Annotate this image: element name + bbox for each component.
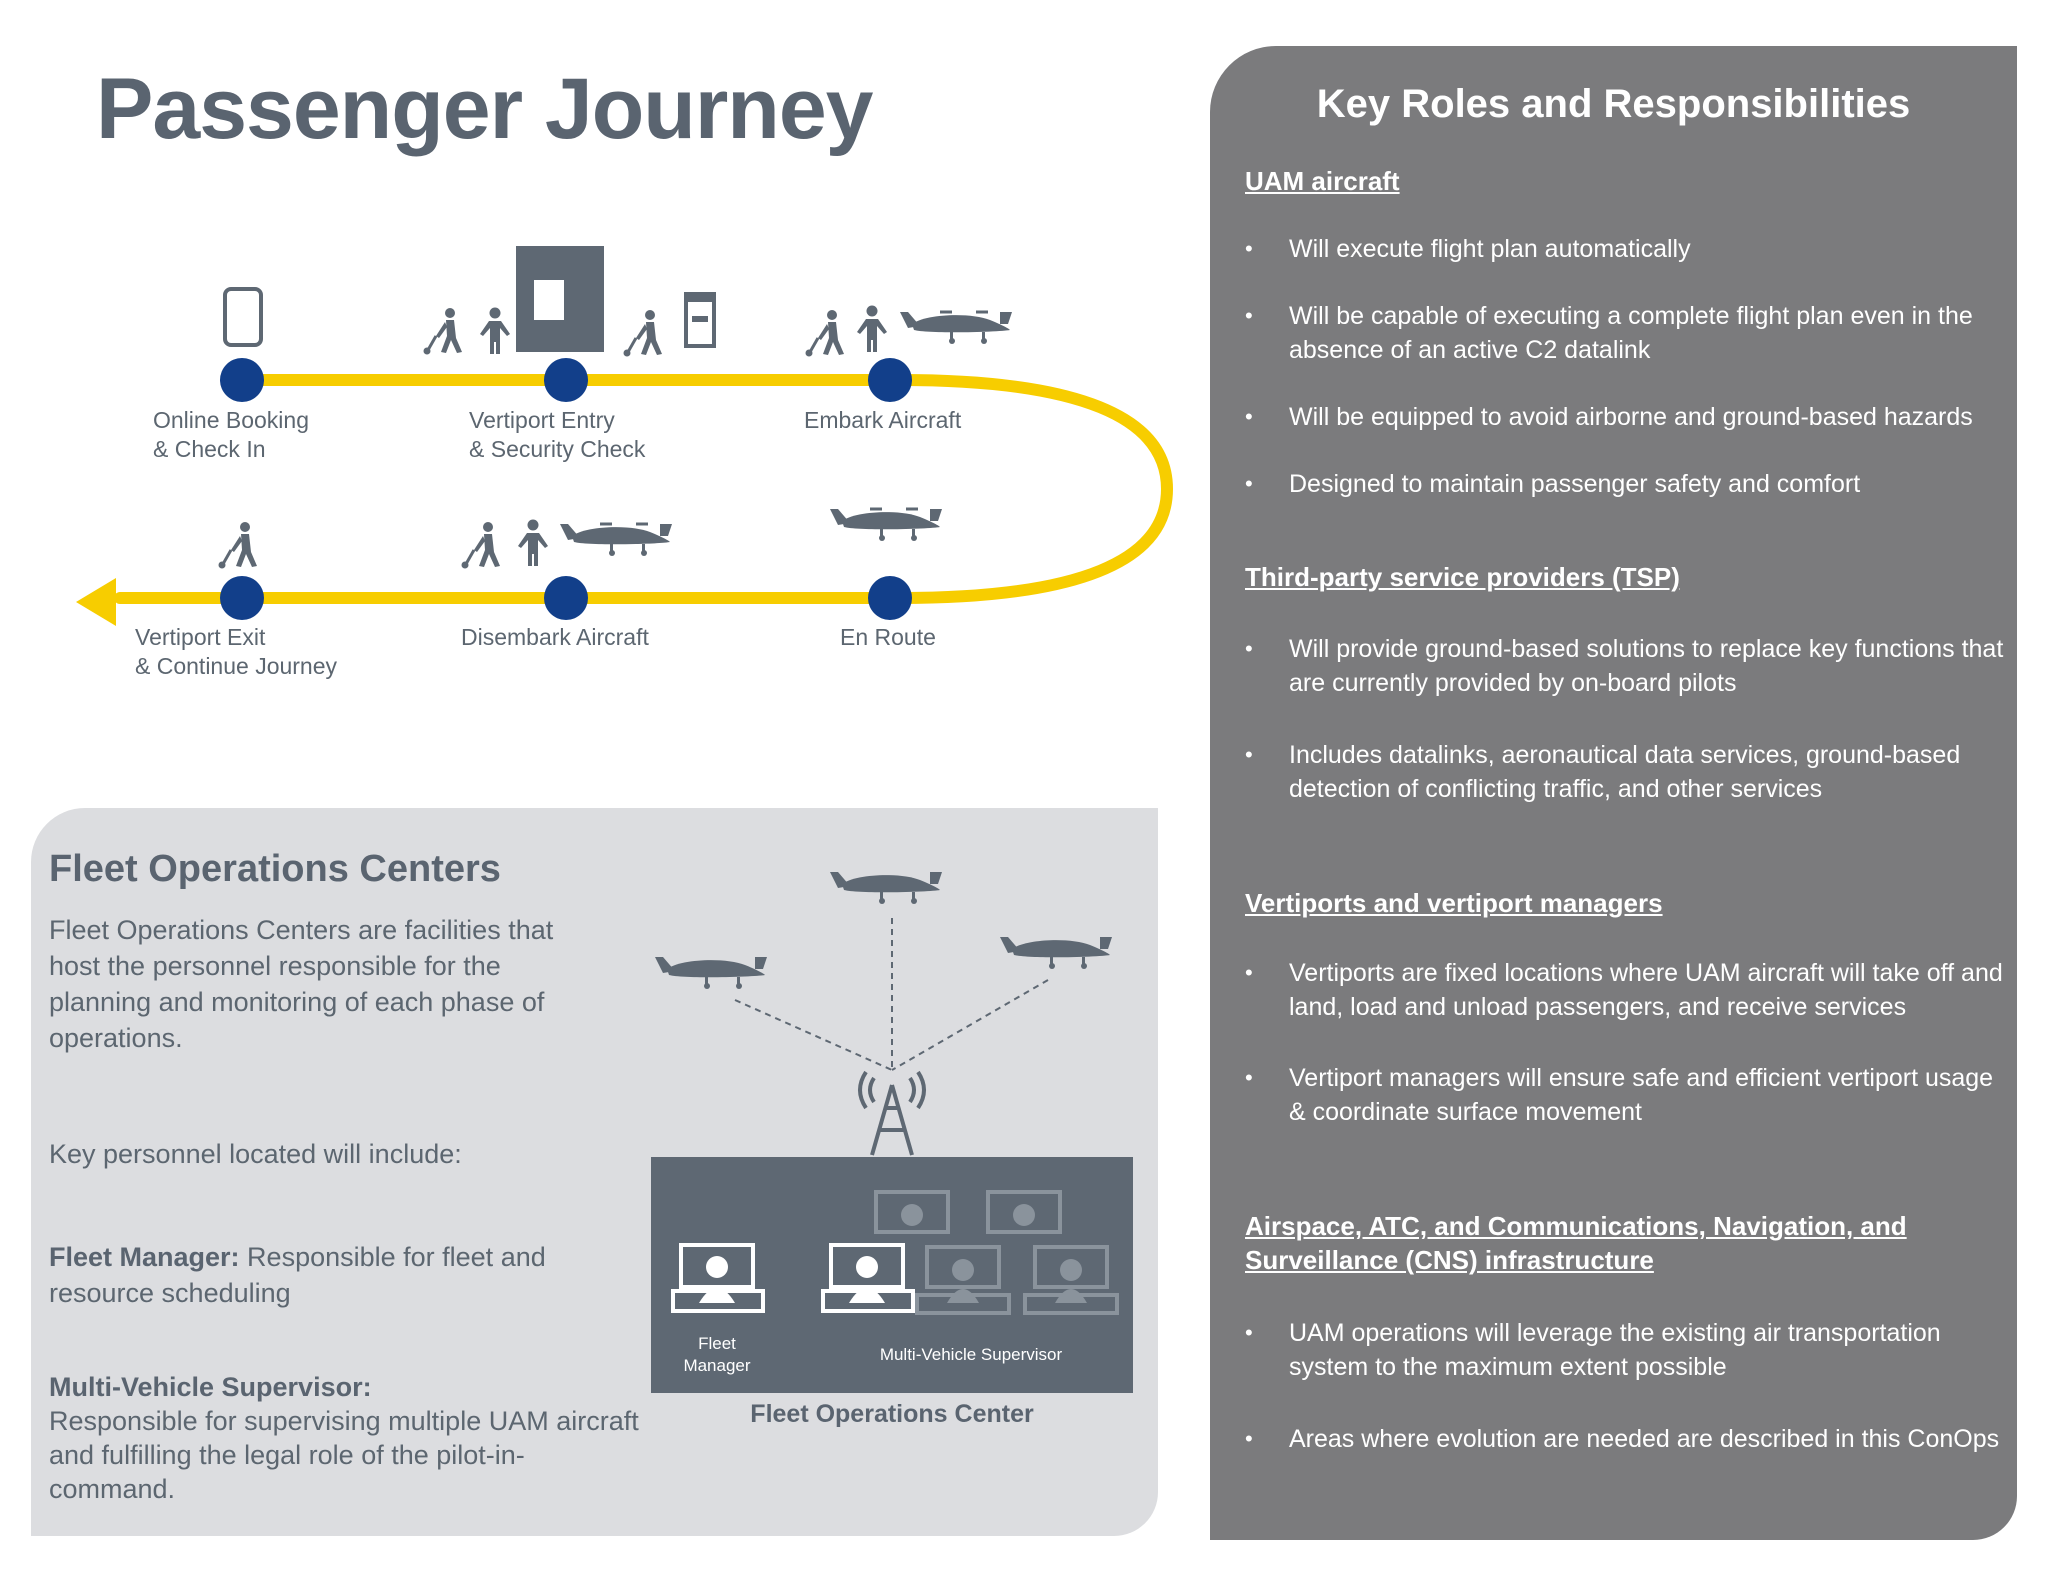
role-bullet: •Will execute flight plan automatically — [1245, 235, 1691, 263]
role-heading-uam: UAM aircraft — [1245, 166, 1400, 196]
fleet-manager-text: Fleet Manager: Responsible for fleet and… — [49, 1242, 546, 1308]
journey-node — [544, 358, 588, 402]
role-bullet: •Will provide ground-based solutions to … — [1245, 635, 2004, 697]
operator-stations — [671, 1190, 1119, 1315]
role-heading-airspace: Airspace, ATC, and Communications, Navig… — [1245, 1211, 1907, 1275]
key-personnel-text: Key personnel located will include: — [49, 1139, 462, 1169]
role-bullet: •Will be equipped to avoid airborne and … — [1245, 403, 1973, 431]
supervisor-label: Multi-Vehicle Supervisor — [879, 1345, 1063, 1364]
phone-icon — [223, 287, 263, 347]
roles-title: Key Roles and Responsibilities — [1316, 82, 1911, 126]
fleet-network-diagram — [655, 872, 1112, 1156]
journey-stop-label: Embark Aircraft — [804, 407, 962, 433]
journey-stop-label: Vertiport Exit& Continue Journey — [135, 624, 338, 679]
datalink-lines — [734, 918, 1049, 1071]
fleet-center-caption: Fleet Operations Center — [750, 1400, 1034, 1428]
role-bullet: •UAM operations will leverage the existi… — [1245, 1319, 1941, 1381]
journey-path — [76, 374, 1174, 626]
security-scanner-icon — [684, 292, 716, 348]
role-bullet: •Includes datalinks, aeronautical data s… — [1245, 741, 1961, 803]
supervisor-text: Multi-Vehicle Supervisor:Responsible for… — [49, 1372, 639, 1504]
role-bullet: •Vertiports are fixed locations where UA… — [1245, 959, 2003, 1021]
journey-stop-label: Online Booking& Check In — [153, 407, 309, 462]
radio-tower-icon — [858, 1070, 926, 1156]
aircraft-icon — [830, 872, 942, 904]
journey-node — [544, 576, 588, 620]
journey-arrow-icon — [76, 578, 116, 626]
vertiport-building-icon — [516, 246, 604, 352]
role-heading-vertiports: Vertiports and vertiport managers — [1245, 888, 1663, 918]
aircraft-icon — [1000, 937, 1112, 969]
role-bullet: •Areas where evolution are needed are de… — [1245, 1425, 2000, 1453]
role-bullet: •Will be capable of executing a complete… — [1245, 302, 1973, 364]
page-title: Passenger Journey — [96, 61, 873, 157]
role-bullet: •Designed to maintain passenger safety a… — [1245, 470, 1861, 498]
journey-stop-label: Disembark Aircraft — [461, 624, 649, 650]
journey-node — [220, 576, 264, 620]
aircraft-icon — [655, 957, 767, 989]
fleet-title: Fleet Operations Centers — [49, 848, 501, 890]
fleet-description: Fleet Operations Centers are facilities … — [49, 915, 554, 1053]
passenger-journey-diagram — [76, 246, 1174, 626]
role-heading-tsp: Third-party service providers (TSP) — [1245, 562, 1680, 592]
journey-nodes — [220, 358, 912, 620]
journey-node — [220, 358, 264, 402]
journey-stop-label: Vertiport Entry& Security Check — [469, 407, 646, 462]
journey-node — [868, 358, 912, 402]
role-bullet: •Vertiport managers will ensure safe and… — [1245, 1064, 1994, 1126]
journey-stop-label: En Route — [840, 624, 936, 650]
roles-panel: Key Roles and Responsibilities UAM aircr… — [1210, 46, 2017, 1540]
journey-node — [868, 576, 912, 620]
